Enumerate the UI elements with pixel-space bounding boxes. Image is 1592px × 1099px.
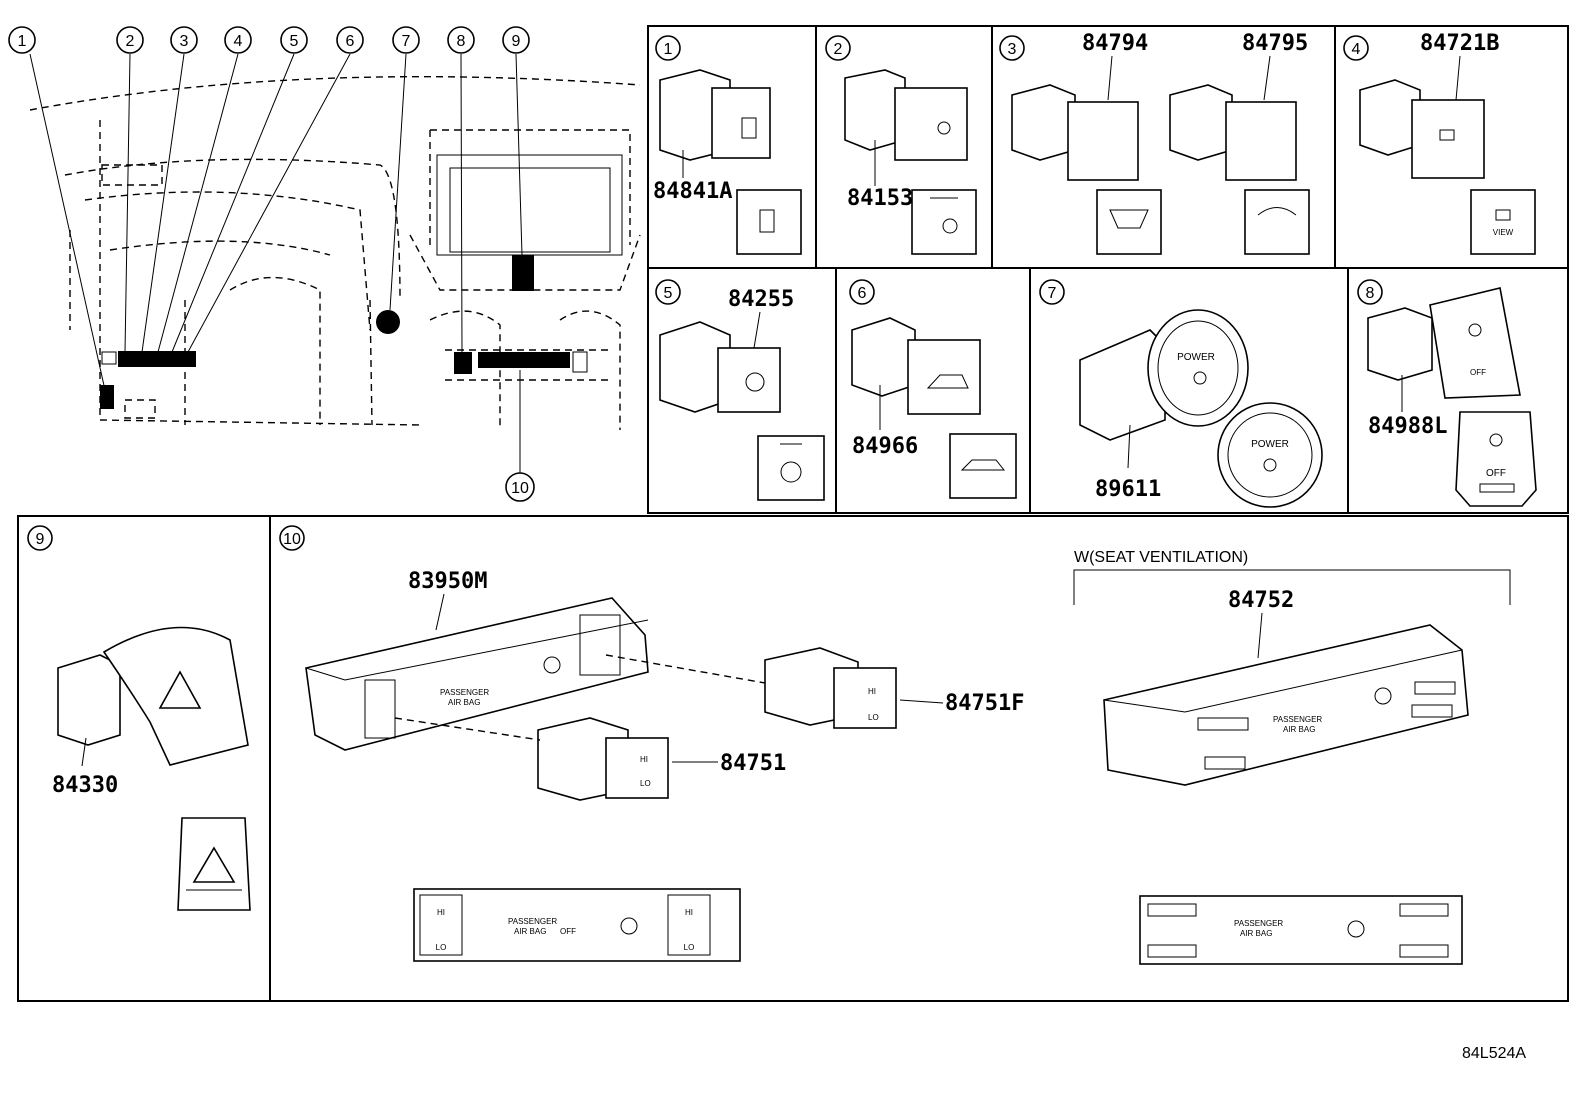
callout-4: 4 (224, 26, 252, 54)
svg-text:3: 3 (1008, 41, 1017, 58)
part-84752: 84752 (1228, 588, 1294, 613)
part-84795: 84795 (1242, 31, 1308, 56)
svg-text:HI: HI (437, 908, 445, 917)
svg-text:2: 2 (834, 41, 843, 58)
svg-text:OFF: OFF (1486, 468, 1506, 479)
svg-text:10: 10 (283, 531, 301, 548)
svg-text:VIEW: VIEW (1493, 228, 1514, 237)
panel-1: 1 84841A (653, 35, 802, 255)
part-84751: 84751 (720, 751, 786, 776)
part-84751F: 84751F (945, 691, 1024, 716)
variant-heading: W(SEAT VENTILATION) (1074, 549, 1248, 566)
part-84966: 84966 (852, 434, 918, 459)
overview-callouts: 1 2 3 4 5 6 7 8 9 10 (8, 26, 535, 502)
svg-text:9: 9 (36, 531, 45, 548)
svg-text:1: 1 (664, 41, 673, 58)
svg-text:AIR BAG: AIR BAG (448, 698, 480, 707)
svg-text:HI: HI (685, 908, 693, 917)
callout-7: 7 (392, 26, 420, 54)
callout-10: 10 (505, 472, 535, 502)
panel-2: 2 84153 (825, 35, 977, 255)
svg-text:LO: LO (684, 943, 695, 952)
svg-text:PASSENGER: PASSENGER (1273, 715, 1322, 724)
svg-text:6: 6 (346, 33, 355, 50)
panel-4: 4 84721B VIEW (1343, 31, 1536, 255)
panel-frames (17, 25, 1569, 1002)
svg-text:POWER: POWER (1177, 352, 1215, 363)
panel-7: 7 POWER 89611 POWER (1039, 279, 1323, 508)
panel-3: 3 84794 84795 (999, 31, 1310, 255)
part-83950M: 83950M (408, 569, 487, 594)
callout-1: 1 (8, 26, 36, 54)
panel-5: 5 84255 (655, 279, 825, 501)
part-84255: 84255 (728, 287, 794, 312)
svg-text:HI: HI (868, 687, 876, 696)
figure-reference: 84L524A (1462, 1045, 1526, 1062)
svg-text:8: 8 (1366, 285, 1375, 302)
callout-6: 6 (336, 26, 364, 54)
svg-text:OFF: OFF (1470, 368, 1486, 377)
svg-text:AIR BAG: AIR BAG (514, 927, 546, 936)
svg-text:POWER: POWER (1251, 439, 1289, 450)
svg-text:7: 7 (1048, 285, 1057, 302)
svg-text:6: 6 (858, 285, 867, 302)
svg-text:9: 9 (512, 33, 521, 50)
svg-text:PASSENGER: PASSENGER (508, 917, 557, 926)
svg-text:AIR BAG: AIR BAG (1240, 929, 1272, 938)
svg-text:PASSENGER: PASSENGER (440, 688, 489, 697)
svg-text:10: 10 (511, 480, 529, 497)
svg-text:PASSENGER: PASSENGER (1234, 919, 1283, 928)
svg-text:1: 1 (18, 33, 27, 50)
svg-text:8: 8 (457, 33, 466, 50)
callout-5: 5 (280, 26, 308, 54)
part-84794: 84794 (1082, 31, 1148, 56)
panel-9: 9 84330 (27, 525, 251, 911)
svg-text:5: 5 (664, 285, 673, 302)
part-89611: 89611 (1095, 477, 1161, 502)
svg-text:LO: LO (436, 943, 447, 952)
callout-9: 9 (502, 26, 530, 54)
panel-8: 8 OFF 84988L OFF (1357, 279, 1537, 507)
dashboard-overview (29, 53, 641, 473)
part-84988L: 84988L (1368, 414, 1447, 439)
part-84841A: 84841A (653, 179, 732, 204)
panel-6: 6 84966 (849, 279, 1017, 499)
svg-text:4: 4 (234, 33, 243, 50)
svg-text:HI: HI (640, 755, 648, 764)
svg-text:AIR BAG: AIR BAG (1283, 725, 1315, 734)
part-84330: 84330 (52, 773, 118, 798)
svg-text:7: 7 (402, 33, 411, 50)
svg-text:LO: LO (640, 779, 651, 788)
svg-text:5: 5 (290, 33, 299, 50)
callout-3: 3 (170, 26, 198, 54)
callout-2: 2 (116, 26, 144, 54)
callout-8: 8 (447, 26, 475, 54)
part-84153: 84153 (847, 186, 913, 211)
panel-10: 10 83950M PASSENGER AIR BAG HI LO 84751F… (279, 525, 1511, 965)
svg-text:OFF: OFF (560, 927, 576, 936)
svg-text:LO: LO (868, 713, 879, 722)
svg-text:4: 4 (1352, 41, 1361, 58)
svg-text:3: 3 (180, 33, 189, 50)
part-84721B: 84721B (1420, 31, 1499, 56)
svg-text:2: 2 (126, 33, 135, 50)
